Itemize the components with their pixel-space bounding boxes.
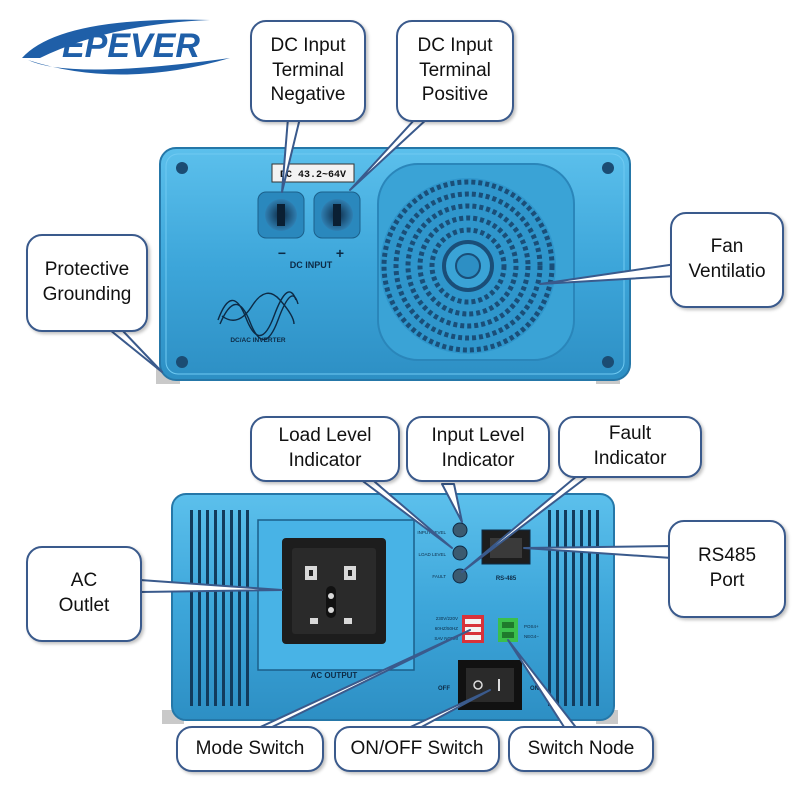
onoff-switch: [458, 660, 522, 710]
screw-icon: [176, 356, 188, 368]
minus-sign: −: [278, 245, 286, 261]
load-level-led: [452, 545, 468, 561]
sine-wave-icon: [217, 291, 299, 341]
svg-text:INPUT LEVEL: INPUT LEVEL: [417, 530, 446, 535]
rear-panel: AC OUTPUT INPUT LEVEL LOAD LEVEL FAULT R…: [162, 493, 618, 724]
off-label: OFF: [438, 686, 450, 692]
plus-sign: +: [336, 245, 344, 261]
right-vent: [548, 510, 599, 706]
on-label: ON: [530, 686, 539, 692]
ac-output-label: AC OUTPUT: [311, 671, 358, 680]
inverter-label: DC/AC INVERTER: [230, 337, 286, 344]
switch-node: POS4+ NEG4−: [498, 618, 539, 642]
screw-icon: [602, 162, 614, 174]
callout-mode-switch: Mode Switch: [176, 726, 324, 772]
svg-text:230V/220V: 230V/220V: [436, 616, 458, 621]
rs485-label: RS-485: [496, 576, 517, 582]
dc-terminal-positive: [313, 191, 361, 239]
front-panel: DC 43.2~64V − + DC INPUT DC/AC INVERTER: [156, 147, 631, 384]
svg-text:SAV NORM: SAV NORM: [434, 636, 458, 641]
callout-fan-ventilation: Fan Ventilatio: [670, 212, 784, 308]
svg-text:60HZ/50HZ: 60HZ/50HZ: [435, 626, 459, 631]
dc-input-label: DC INPUT: [290, 260, 333, 270]
callout-rs485-port: RS485 Port: [668, 520, 786, 618]
svg-text:FAULT: FAULT: [432, 574, 446, 579]
svg-text:POS4+: POS4+: [524, 624, 539, 629]
svg-text:LOAD LEVEL: LOAD LEVEL: [418, 552, 446, 557]
callout-dc-input-positive: DC Input Terminal Positive: [396, 20, 514, 122]
screw-icon: [176, 162, 188, 174]
voltage-label: DC 43.2~64V: [280, 170, 346, 181]
callout-protective-grounding: Protective Grounding: [26, 234, 148, 332]
fault-led: [452, 568, 468, 584]
input-level-led: [452, 522, 468, 538]
dc-terminal-negative: [257, 191, 305, 239]
rs485-port: [481, 529, 531, 565]
callout-ac-outlet: AC Outlet: [26, 546, 142, 642]
ac-outlet: [282, 538, 386, 644]
callout-fault-indicator: Fault Indicator: [558, 416, 702, 478]
screw-icon: [602, 356, 614, 368]
epever-logo: EPEVER: [22, 19, 230, 75]
callout-dc-input-negative: DC Input Terminal Negative: [250, 20, 366, 122]
left-vent: [190, 510, 249, 706]
fan-grille: [377, 163, 575, 361]
callout-input-level-indicator: Input Level Indicator: [406, 416, 550, 482]
callout-load-level-indicator: Load Level Indicator: [250, 416, 400, 482]
callout-onoff-switch: ON/OFF Switch: [334, 726, 500, 772]
svg-text:EPEVER: EPEVER: [62, 27, 200, 65]
svg-text:NEG4−: NEG4−: [524, 634, 539, 639]
callout-switch-node: Switch Node: [508, 726, 654, 772]
